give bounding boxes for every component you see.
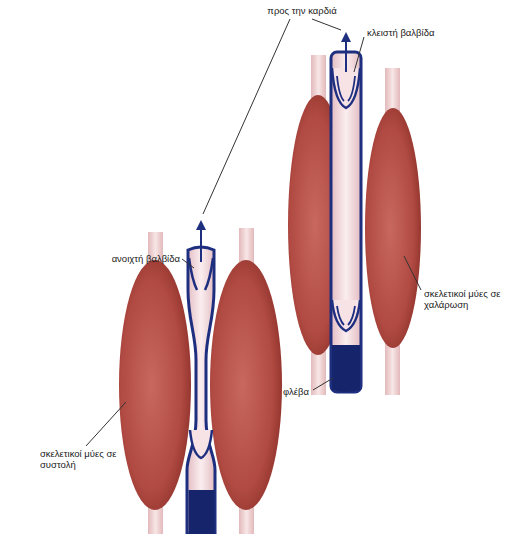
vein	[331, 52, 361, 392]
valve-label: ανοιχτή βαλβίδα	[96, 253, 180, 264]
vein-label: φλέβα	[283, 386, 309, 397]
leader-line	[86, 402, 126, 446]
contracted-figure	[119, 220, 282, 534]
direction-label: προς την καρδιά	[262, 5, 342, 16]
muscle	[365, 108, 421, 348]
valve	[332, 300, 360, 331]
leader-line	[354, 37, 364, 72]
muscle-label: σκελετικοί μύες σε συστολή	[40, 448, 120, 471]
flow-arrow	[196, 220, 206, 230]
muscle	[210, 260, 282, 510]
flow-arrow	[200, 228, 202, 262]
valve-label: κλειστή βαλβίδα	[367, 27, 434, 38]
muscle	[119, 260, 191, 510]
valve	[190, 430, 212, 458]
leader-lines	[86, 19, 421, 446]
valve	[189, 258, 213, 290]
valve	[337, 76, 355, 101]
flow-arrow	[341, 32, 351, 42]
tendon	[385, 340, 400, 395]
vein-blood	[332, 345, 360, 392]
leader-line	[312, 19, 341, 30]
muscle-label: σκελετικοί μύες σε χαλάρωση	[424, 288, 504, 311]
valve	[332, 68, 360, 108]
flow-arrow	[345, 40, 347, 72]
leader-line	[182, 259, 194, 268]
leader-line	[404, 256, 421, 290]
vein-blood	[189, 490, 215, 534]
leader-line	[313, 378, 333, 390]
relaxed-figure	[288, 32, 421, 395]
vein	[187, 247, 215, 534]
leader-line	[203, 19, 290, 214]
valve	[337, 306, 355, 325]
